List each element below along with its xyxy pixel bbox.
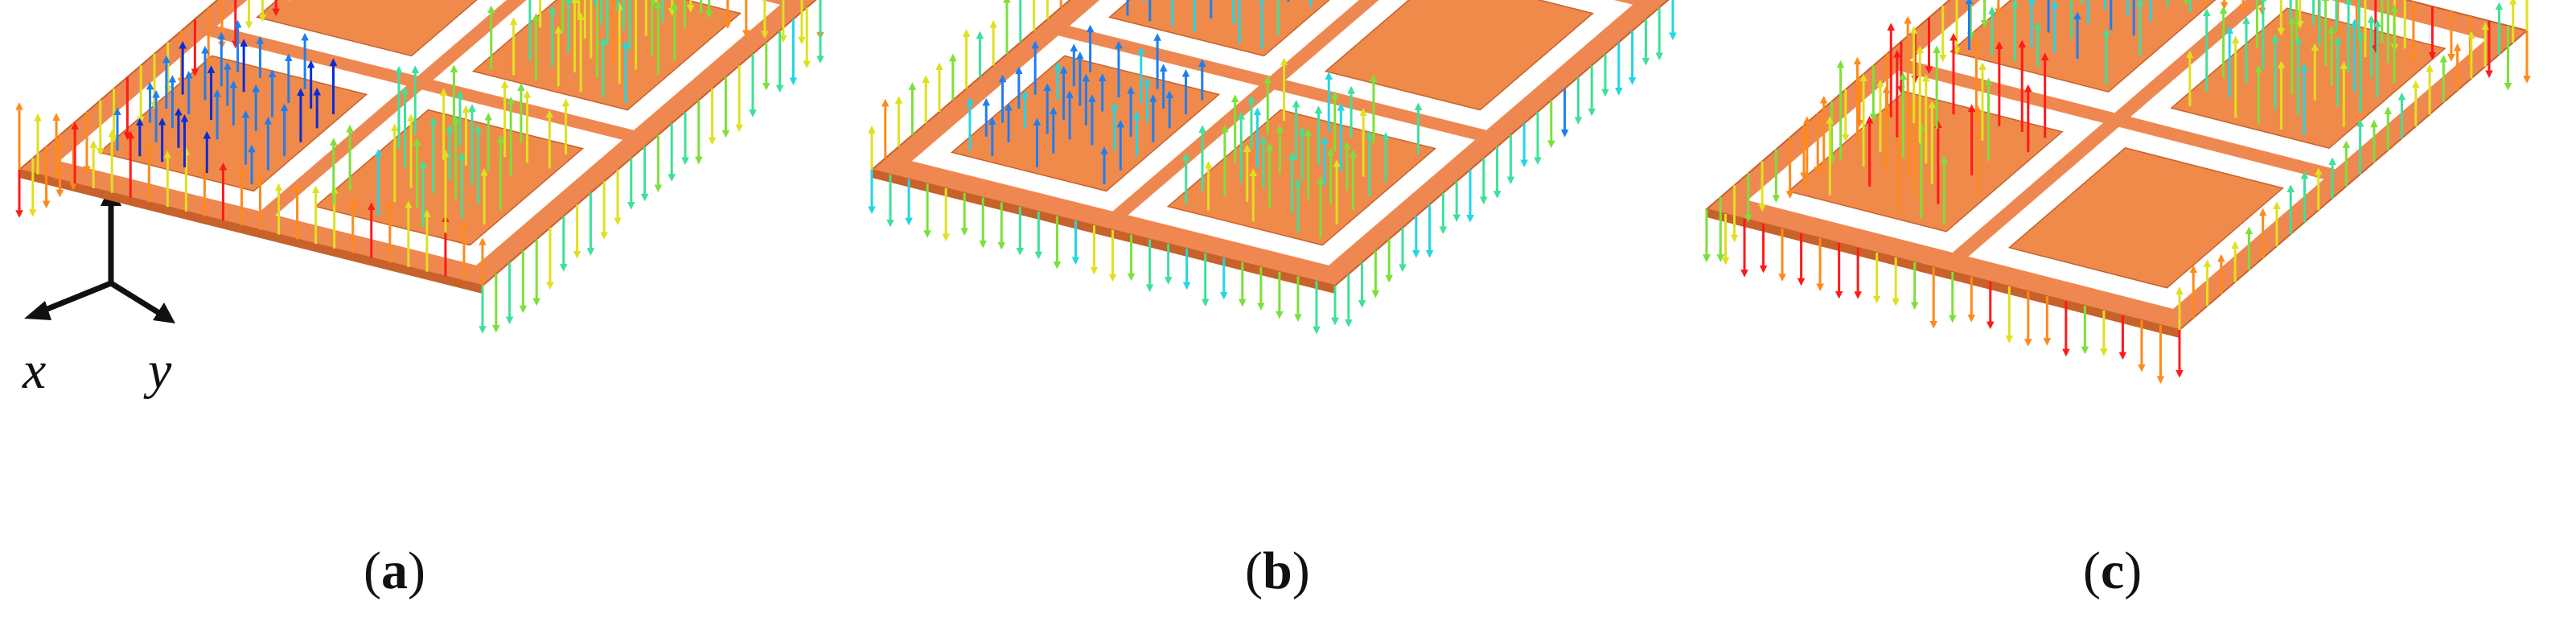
panel-b-antenna-current (868, 0, 1677, 335)
panel-label-a: (a) (364, 541, 425, 600)
current-vector-field (868, 0, 1677, 335)
axis-triad: z x y (22, 127, 175, 400)
y-axis-arrow (109, 281, 167, 319)
radiating-patch-3 (1949, 0, 2217, 93)
panel-label-c: (c) (2083, 541, 2143, 600)
radiating-patch-3 (1108, 0, 1330, 57)
board-side (19, 170, 483, 294)
x-arrowhead (24, 301, 51, 320)
panel-label-b: (b) (1245, 541, 1310, 600)
current-vector-field (1703, 0, 2531, 385)
panel-a-antenna-current (15, 0, 824, 334)
x-axis-arrow (34, 280, 113, 317)
current-vector-field (15, 0, 824, 334)
panel-c-antenna-current (1703, 0, 2531, 385)
y-arrowhead (153, 303, 175, 323)
radiating-patch-0 (2007, 146, 2284, 289)
x-axis-label: x (22, 341, 46, 400)
y-axis-label: y (143, 341, 172, 400)
radiating-patch-3 (256, 0, 478, 57)
board-side (872, 170, 1335, 294)
board-side (1707, 209, 2180, 338)
radiating-patch-2 (1324, 0, 1594, 111)
